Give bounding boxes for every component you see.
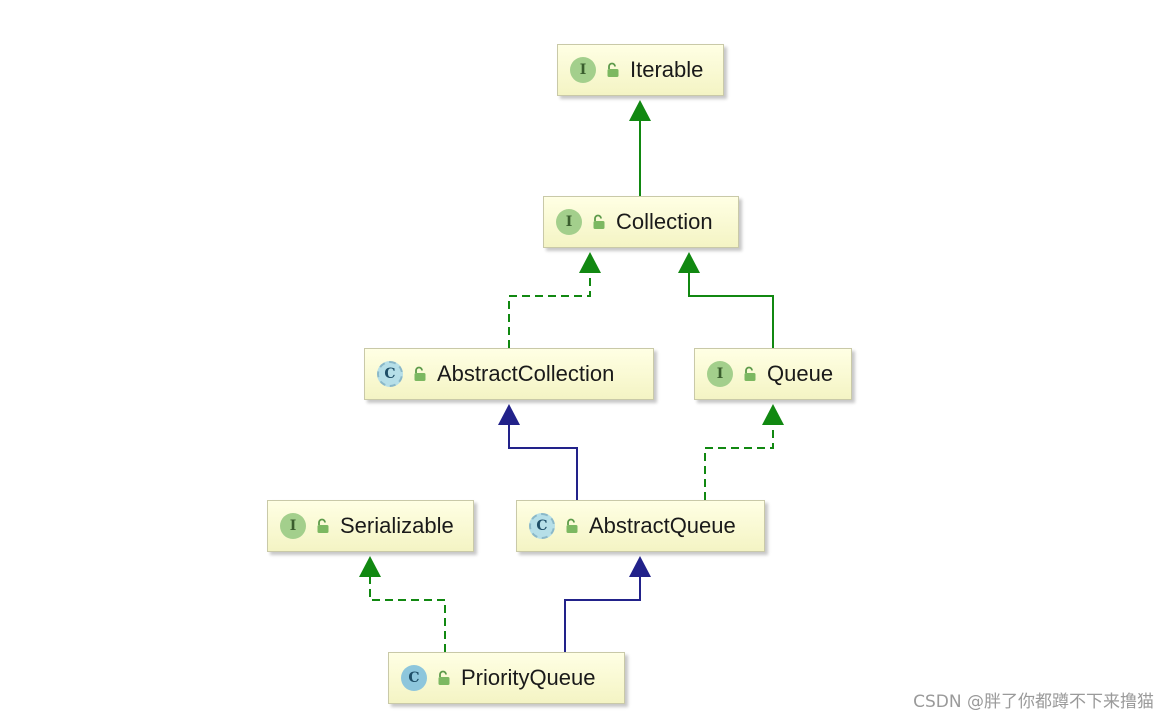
public-lock-icon (438, 670, 450, 685)
edge-collection-to-iterable (629, 100, 651, 196)
interface-icon: I (707, 361, 733, 387)
public-lock-icon (566, 518, 578, 533)
interface-icon: I (280, 513, 306, 539)
public-lock-icon (593, 214, 605, 229)
node-abstract-queue[interactable]: C AbstractQueue (516, 500, 765, 552)
node-abstract-collection[interactable]: C AbstractCollection (364, 348, 654, 400)
node-queue[interactable]: I Queue (694, 348, 852, 400)
abstract-class-icon: C (377, 361, 403, 387)
arrowhead (762, 404, 784, 425)
arrowhead (579, 252, 601, 273)
node-label: AbstractCollection (437, 361, 615, 386)
node-serializable[interactable]: I Serializable (267, 500, 474, 552)
edge-priority-queue-to-abstract-queue (564, 556, 651, 652)
edge-abstract-queue-to-abstract-collection (498, 404, 578, 500)
node-collection[interactable]: I Collection (543, 196, 739, 248)
interface-icon: I (570, 57, 596, 83)
arrowhead (359, 556, 381, 577)
arrowhead (629, 556, 651, 577)
edge-queue-to-collection (678, 252, 774, 348)
public-lock-icon (744, 366, 756, 381)
node-label: AbstractQueue (589, 513, 736, 538)
node-label: Iterable (630, 57, 704, 82)
public-lock-icon (414, 366, 426, 381)
arrowhead (678, 252, 700, 273)
node-iterable[interactable]: I Iterable (557, 44, 724, 96)
public-lock-icon (607, 62, 619, 77)
node-label: Serializable (340, 513, 454, 538)
node-label: PriorityQueue (461, 665, 596, 690)
abstract-class-icon: C (529, 513, 555, 539)
public-lock-icon (317, 518, 329, 533)
watermark: CSDN @胖了你都蹲不下来撸猫 (913, 692, 1154, 712)
edge-abstract-queue-to-queue (704, 404, 784, 500)
node-priority-queue[interactable]: C PriorityQueue (388, 652, 625, 704)
interface-icon: I (556, 209, 582, 235)
edge-priority-queue-to-serializable (359, 556, 446, 652)
node-label: Collection (616, 209, 713, 234)
edge-abstract-collection-to-collection (508, 252, 601, 348)
arrowhead (498, 404, 520, 425)
node-label: Queue (767, 361, 834, 386)
class-icon: C (401, 665, 427, 691)
arrowhead (629, 100, 651, 121)
